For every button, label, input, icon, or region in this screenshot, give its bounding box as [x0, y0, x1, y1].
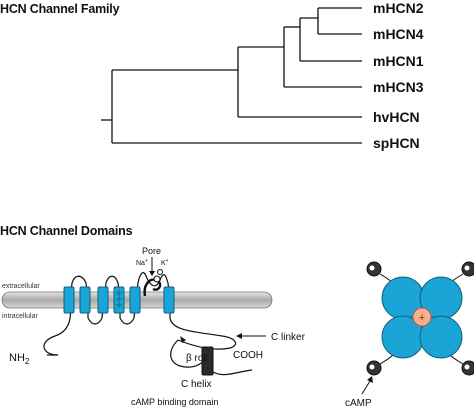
domain-labels: NH2 C linker β roll COOH C helix cAMP bi… — [9, 332, 306, 407]
intracellular-label: intracellular — [2, 313, 38, 320]
pore-labels: Pore Na+ K+ — [136, 246, 169, 267]
tetramer-top-view: + cAMP — [345, 261, 474, 409]
leaf-label: hvHCN — [373, 109, 420, 125]
na-ion-label: Na+ — [136, 258, 148, 267]
domains-title: HCN Channel Domains — [0, 224, 133, 238]
tetramer-subunits — [381, 276, 463, 359]
segment-s3 — [97, 286, 109, 314]
ion-flow-arrow — [149, 257, 155, 276]
leaf-label: spHCN — [373, 135, 420, 151]
pore-loop — [143, 269, 163, 297]
leaf-label: mHCN4 — [373, 26, 424, 42]
cooh-label: COOH — [233, 350, 263, 361]
camp-label: cAMP — [345, 398, 372, 409]
subunit — [419, 315, 463, 359]
pore-label: Pore — [142, 246, 161, 256]
c-linker-label: C linker — [271, 332, 306, 343]
k-ion-label: K+ — [161, 258, 169, 267]
segment-s5 — [129, 286, 141, 314]
protein-backbone — [43, 272, 237, 356]
leaf-label: mHCN3 — [373, 79, 424, 95]
leaf-label: mHCN1 — [373, 53, 424, 69]
segment-s1 — [63, 286, 75, 314]
membrane-labels: extracellular intracellular — [2, 283, 40, 320]
beta-roll-label: β roll — [186, 353, 208, 364]
pore-center — [412, 307, 432, 327]
segment-s6 — [163, 286, 175, 314]
tree-title: HCN Channel Family — [0, 2, 120, 16]
transmembrane-segments — [63, 286, 175, 314]
segment-s2 — [79, 286, 91, 314]
s4-voltage-sensor-marks — [116, 290, 122, 308]
selectivity-filter-ion — [157, 269, 163, 275]
camp-pointer — [361, 376, 373, 395]
leaf-label: mHCN2 — [373, 0, 424, 16]
extracellular-label: extracellular — [2, 283, 40, 290]
cnbd-region — [170, 336, 253, 376]
pore-center-charge: + — [419, 312, 425, 324]
camp-ligands — [366, 261, 474, 376]
selectivity-filter-ion — [153, 275, 161, 283]
nh2-label: NH2 — [9, 352, 30, 366]
c-helix — [201, 346, 214, 376]
beta-roll-arrowhead — [180, 336, 186, 343]
c-linker-pointer — [236, 333, 266, 339]
tree-leaf-labels: mHCN2 mHCN4 mHCN1 mHCN3 hvHCN spHCN — [373, 0, 424, 151]
tree-branches — [101, 7, 362, 144]
c-helix-label: C helix — [181, 379, 212, 390]
camp-binding-domain-label: cAMP binding domain — [131, 397, 218, 407]
c-terminal-tail — [212, 369, 253, 376]
